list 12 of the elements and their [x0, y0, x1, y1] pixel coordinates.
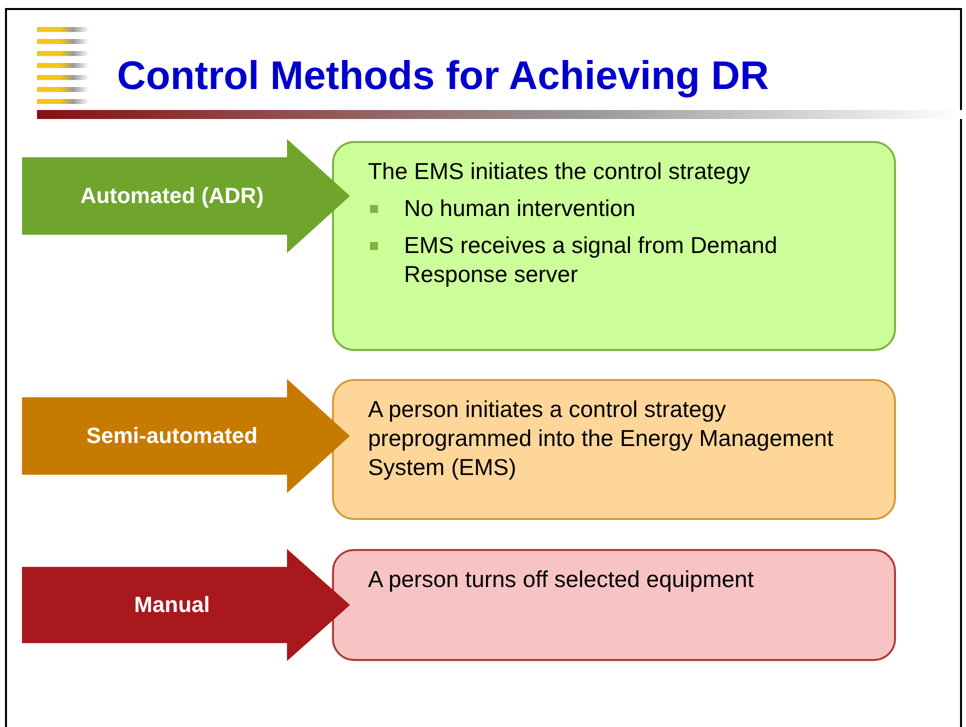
box-text: A person initiates a control strategy preprogrammed into the Energy Management System (EMS) — [368, 395, 834, 482]
text-box — [332, 549, 896, 661]
bullet-text: EMS receives a signal from Demand Response server — [404, 231, 778, 289]
slide-title: Control Methods for Achieving DR — [117, 53, 769, 100]
arrow-label: Manual — [133, 591, 211, 618]
text-box — [332, 379, 896, 520]
box-text: The EMS initiates the control strategy — [368, 157, 752, 186]
box-text: A person turns off selected equipment — [368, 565, 755, 594]
text-box — [332, 141, 896, 351]
arrow-label: Automated (ADR) — [79, 182, 265, 210]
bullet-text: No human intervention — [404, 194, 636, 223]
arrow-label: Semi-automated — [85, 422, 259, 450]
